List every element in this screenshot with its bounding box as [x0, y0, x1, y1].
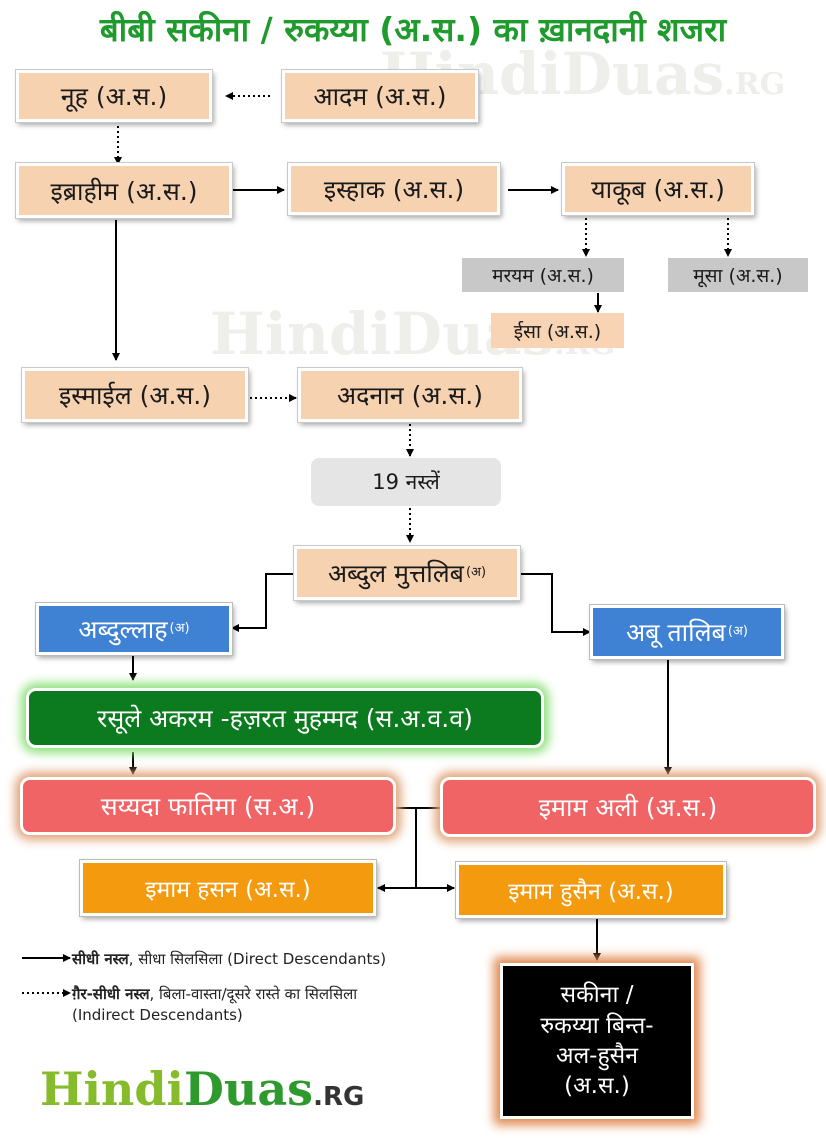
arrow-abdulmuttalib-abdullah: [231, 573, 296, 632]
legend-indirect: ग़ैर-सीधी नस्ल, बिला-वास्ता/दूसरे रास्ते…: [72, 985, 358, 1003]
node-ishaq: इस्हाक (अ.स.): [288, 163, 500, 215]
node-ismail: इस्माईल (अ.स.): [22, 368, 248, 422]
legend-indirect-english: (Indirect Descendants): [72, 1006, 243, 1024]
node-musa: मूसा (अ.स.): [668, 258, 808, 292]
node-sakina: सकीना / रुकय्या बिन्त- अल-हुसैन (अ.स.): [500, 963, 694, 1119]
node-abu-talib: अबू तालिब(अ): [590, 605, 784, 659]
node-adam: आदम (अ.स.): [282, 70, 478, 122]
node-generations: 19 नस्लें: [311, 458, 501, 506]
hindiduas-logo: HindiDuas.RG: [40, 1062, 365, 1116]
page-title: बीबी सकीना / रुकय्या (अ.स.) का ख़ानदानी …: [99, 10, 727, 49]
node-husain: इमाम हुसैन (अ.स.): [456, 862, 726, 918]
node-ali: इमाम अली (अ.स.): [440, 777, 816, 837]
arrow-abdulmuttalib-abutalib: [520, 573, 591, 636]
legend-direct: सीधी नस्ल, सीधा सिलसिला (Direct Descenda…: [72, 950, 387, 968]
node-abdul-muttalib: अब्दुल मुत्तलिब(अ): [294, 546, 520, 600]
node-nuh: नूह (अ.स.): [16, 70, 212, 122]
node-adnan: अदनान (अ.स.): [298, 368, 522, 422]
node-ibrahim: इब्राहीम (अ.स.): [16, 163, 232, 218]
node-abdullah: अब्दुल्लाह(अ): [36, 603, 232, 655]
node-isa: ईसा (अ.स.): [491, 313, 624, 348]
node-prophet: रसूले अकरम -हज़रत मुहम्मद (स.अ.व.व): [26, 688, 544, 748]
node-fatima: सय्यदा फातिमा (स.अ.): [20, 777, 396, 835]
node-yaqub: याकूब (अ.स.): [562, 163, 754, 215]
node-hasan: इमाम हसन (अ.स.): [80, 860, 376, 916]
node-maryam: मरयम (अ.स.): [462, 258, 624, 292]
